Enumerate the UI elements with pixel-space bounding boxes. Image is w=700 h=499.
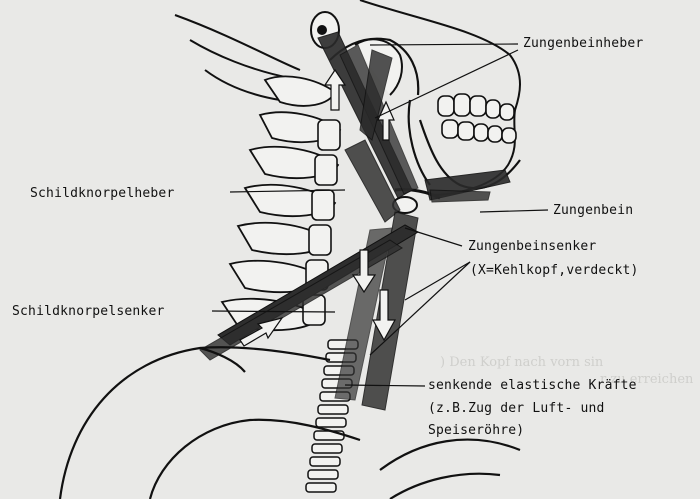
- label-kehlkopf-note: (X=Kehlkopf,verdeckt): [470, 263, 639, 279]
- label-zungenbeinheber: Zungenbeinheber: [523, 36, 643, 52]
- label-senkende-kraefte: senkende elastische Kräfte: [428, 378, 637, 394]
- suprahyoid-muscles: [318, 32, 510, 202]
- label-zug-luft: (z.B.Zug der Luft- und: [428, 401, 605, 417]
- label-zungenbein: Zungenbein: [553, 203, 633, 219]
- label-schildknorpelheber: Schildknorpelheber: [30, 186, 174, 202]
- label-schildknorpelsenker: Schildknorpelsenker: [12, 304, 165, 320]
- teeth: [438, 94, 516, 143]
- label-speiseroehre: Speiseröhre): [428, 423, 524, 439]
- label-zungenbeinsenker: Zungenbeinsenker: [468, 239, 596, 255]
